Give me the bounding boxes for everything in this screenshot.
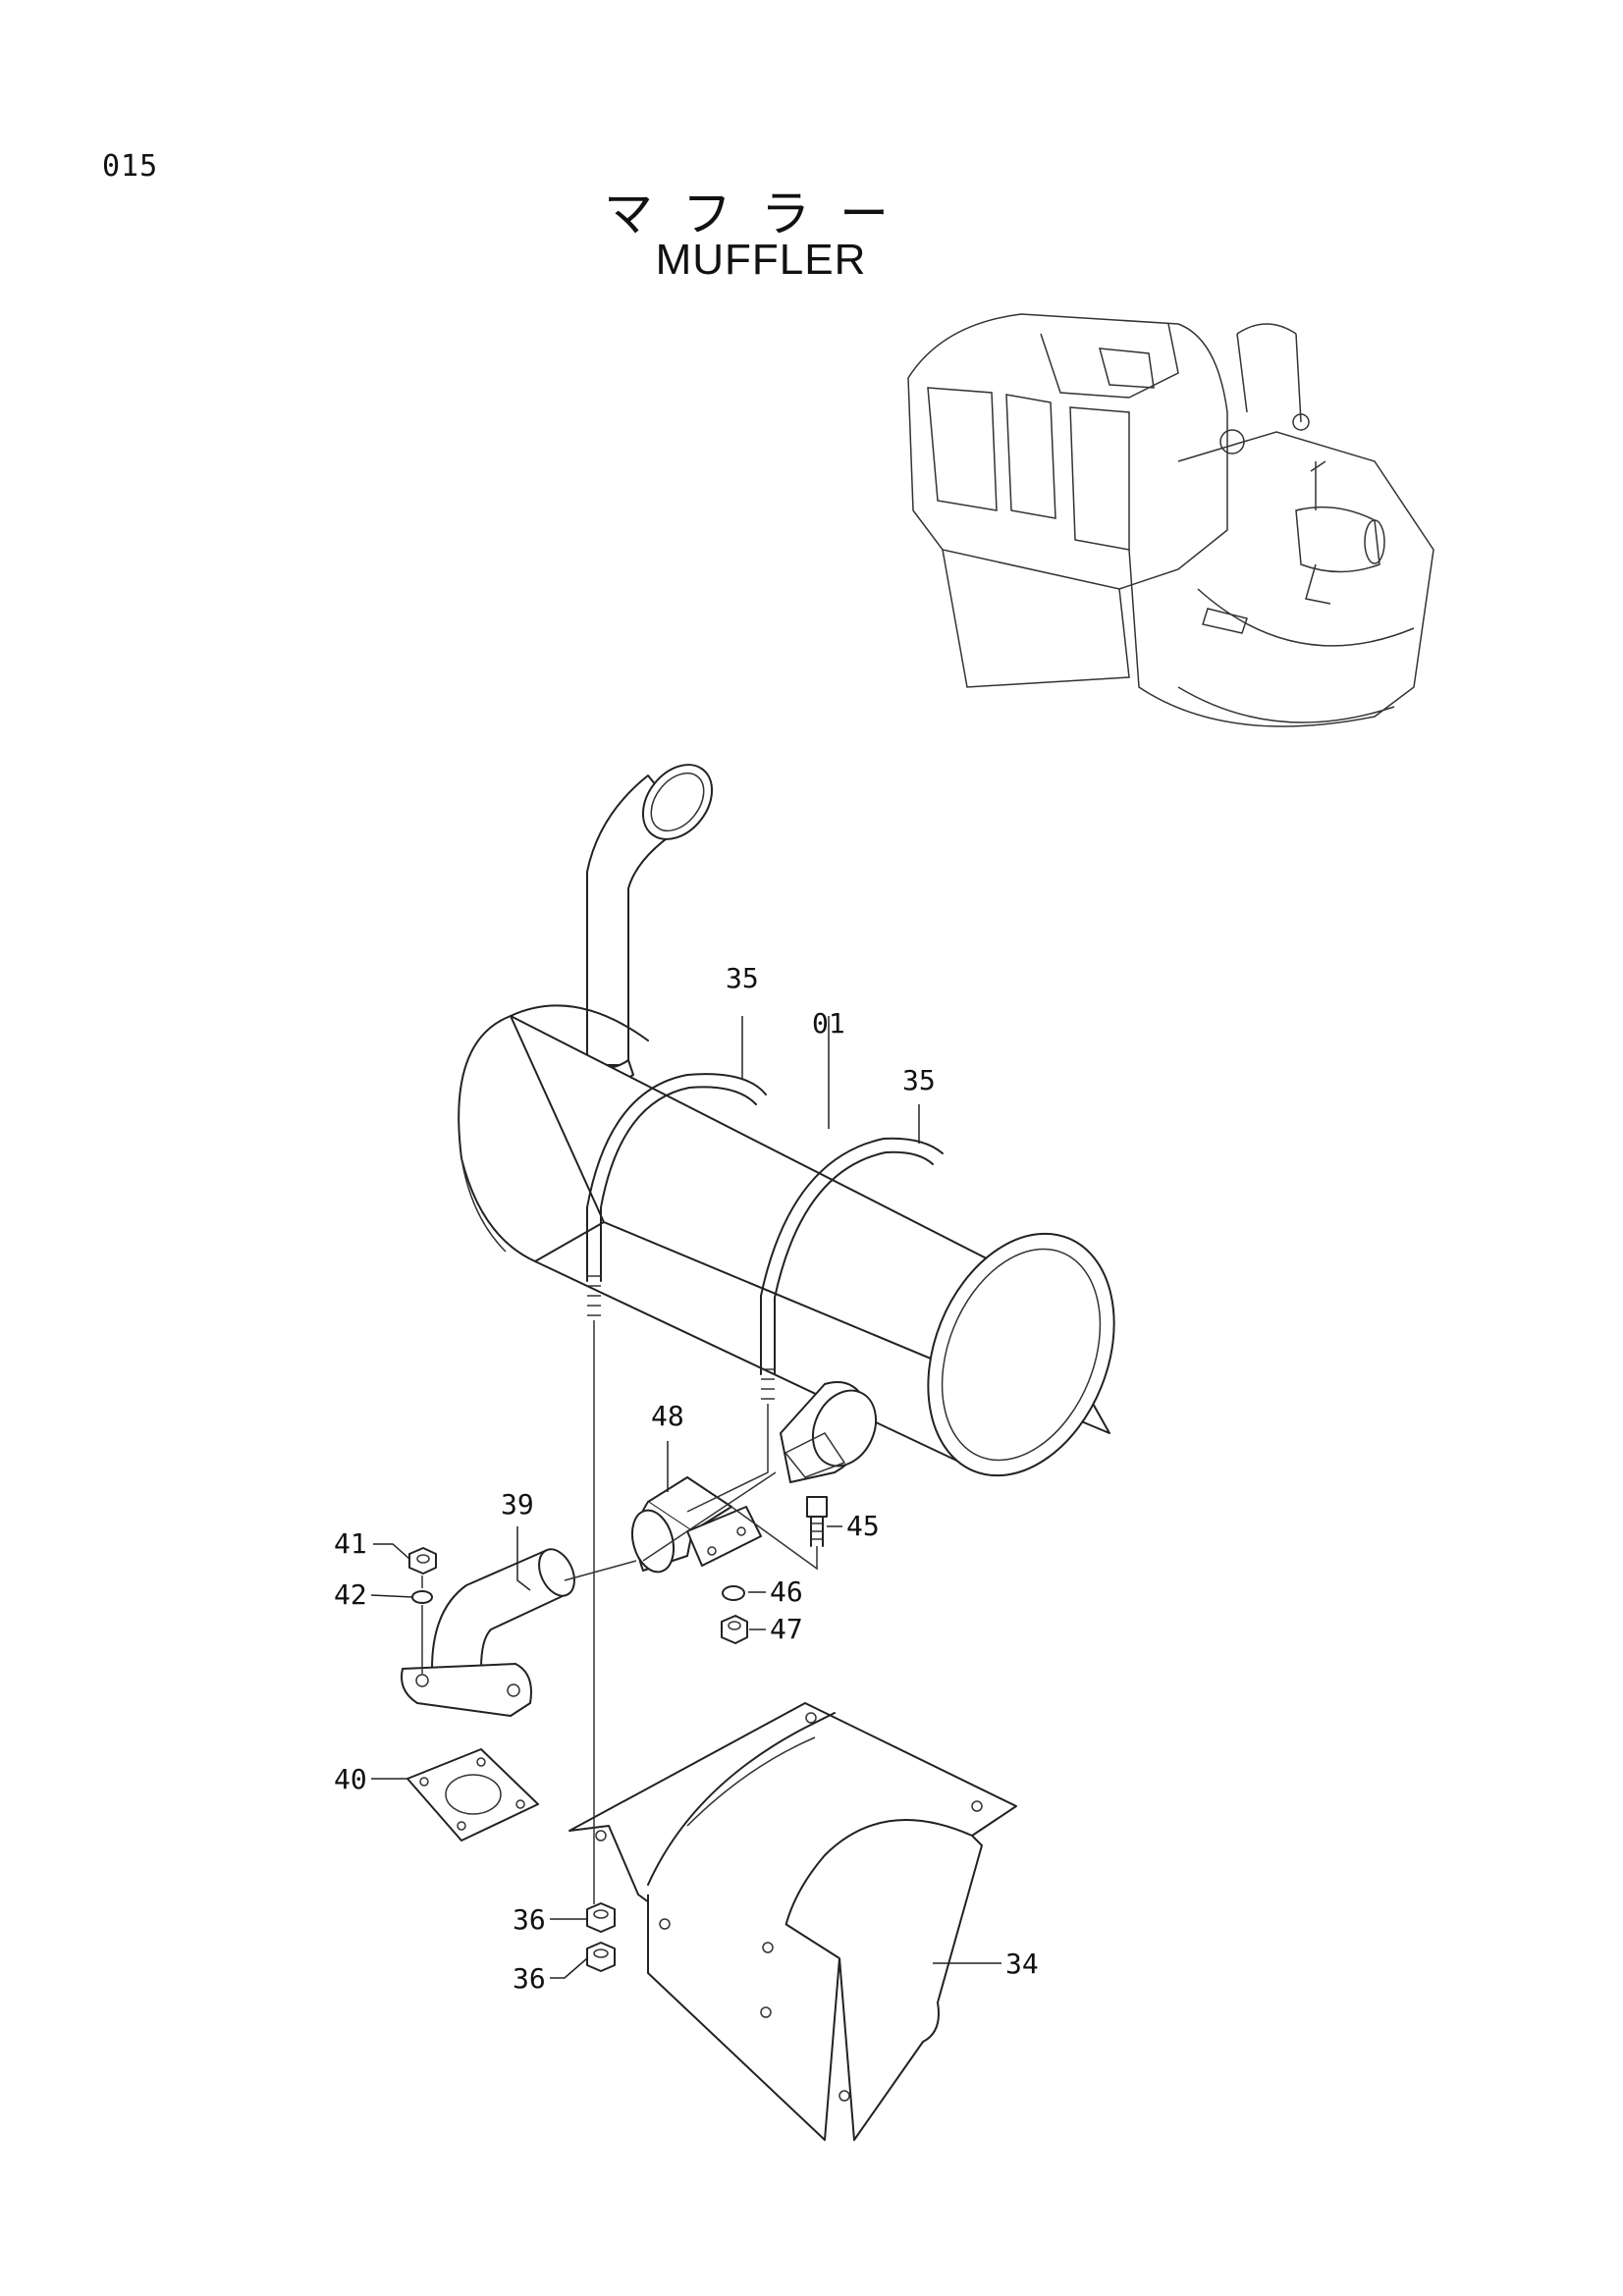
callout-35-lower: 35: [902, 1064, 936, 1096]
callout-39: 39: [501, 1488, 534, 1521]
callout-42: 42: [334, 1578, 367, 1611]
callout-48: 48: [651, 1400, 684, 1432]
callout-34: 34: [1005, 1948, 1039, 1980]
nut-36-upper: [586, 1902, 616, 1933]
callout-46: 46: [770, 1575, 803, 1608]
callout-47: 47: [770, 1613, 803, 1645]
bolt-45: [806, 1496, 828, 1547]
u-bolt-straps: [586, 1073, 944, 1400]
callout-leaders: [370, 1016, 1001, 1979]
elbow-pipe: [401, 1548, 575, 1717]
nut-36-lower: [586, 1942, 616, 1972]
washer-42: [411, 1590, 433, 1604]
callout-36-upper: 36: [513, 1903, 546, 1936]
callout-35-upper: 35: [726, 962, 759, 994]
nut-47: [721, 1615, 748, 1644]
mounting-bracket: [568, 1702, 1017, 2141]
gasket-40: [406, 1748, 539, 1842]
nut-41: [408, 1547, 437, 1575]
callout-01: 01: [812, 1007, 845, 1040]
callout-45: 45: [846, 1510, 880, 1542]
washer-46: [722, 1585, 745, 1601]
machine-overview-illustration: [907, 313, 1434, 727]
title-english: MUFFLER: [655, 236, 867, 284]
callout-40: 40: [334, 1763, 367, 1795]
callout-41: 41: [334, 1527, 367, 1560]
muffler-body: [458, 1004, 1115, 1477]
callout-36-lower: 36: [513, 1962, 546, 1995]
assembly-lines: [421, 1320, 818, 1904]
callout-labels: 35 01 35 48 39 41 42 45 46 47 40 36 36 3…: [334, 962, 1039, 1995]
muffler-inlet-pipe: [780, 1381, 878, 1483]
exhaust-stack-pipe: [581, 764, 714, 1085]
page-number: 015: [102, 149, 159, 184]
title-japanese: マフラー: [604, 186, 918, 242]
